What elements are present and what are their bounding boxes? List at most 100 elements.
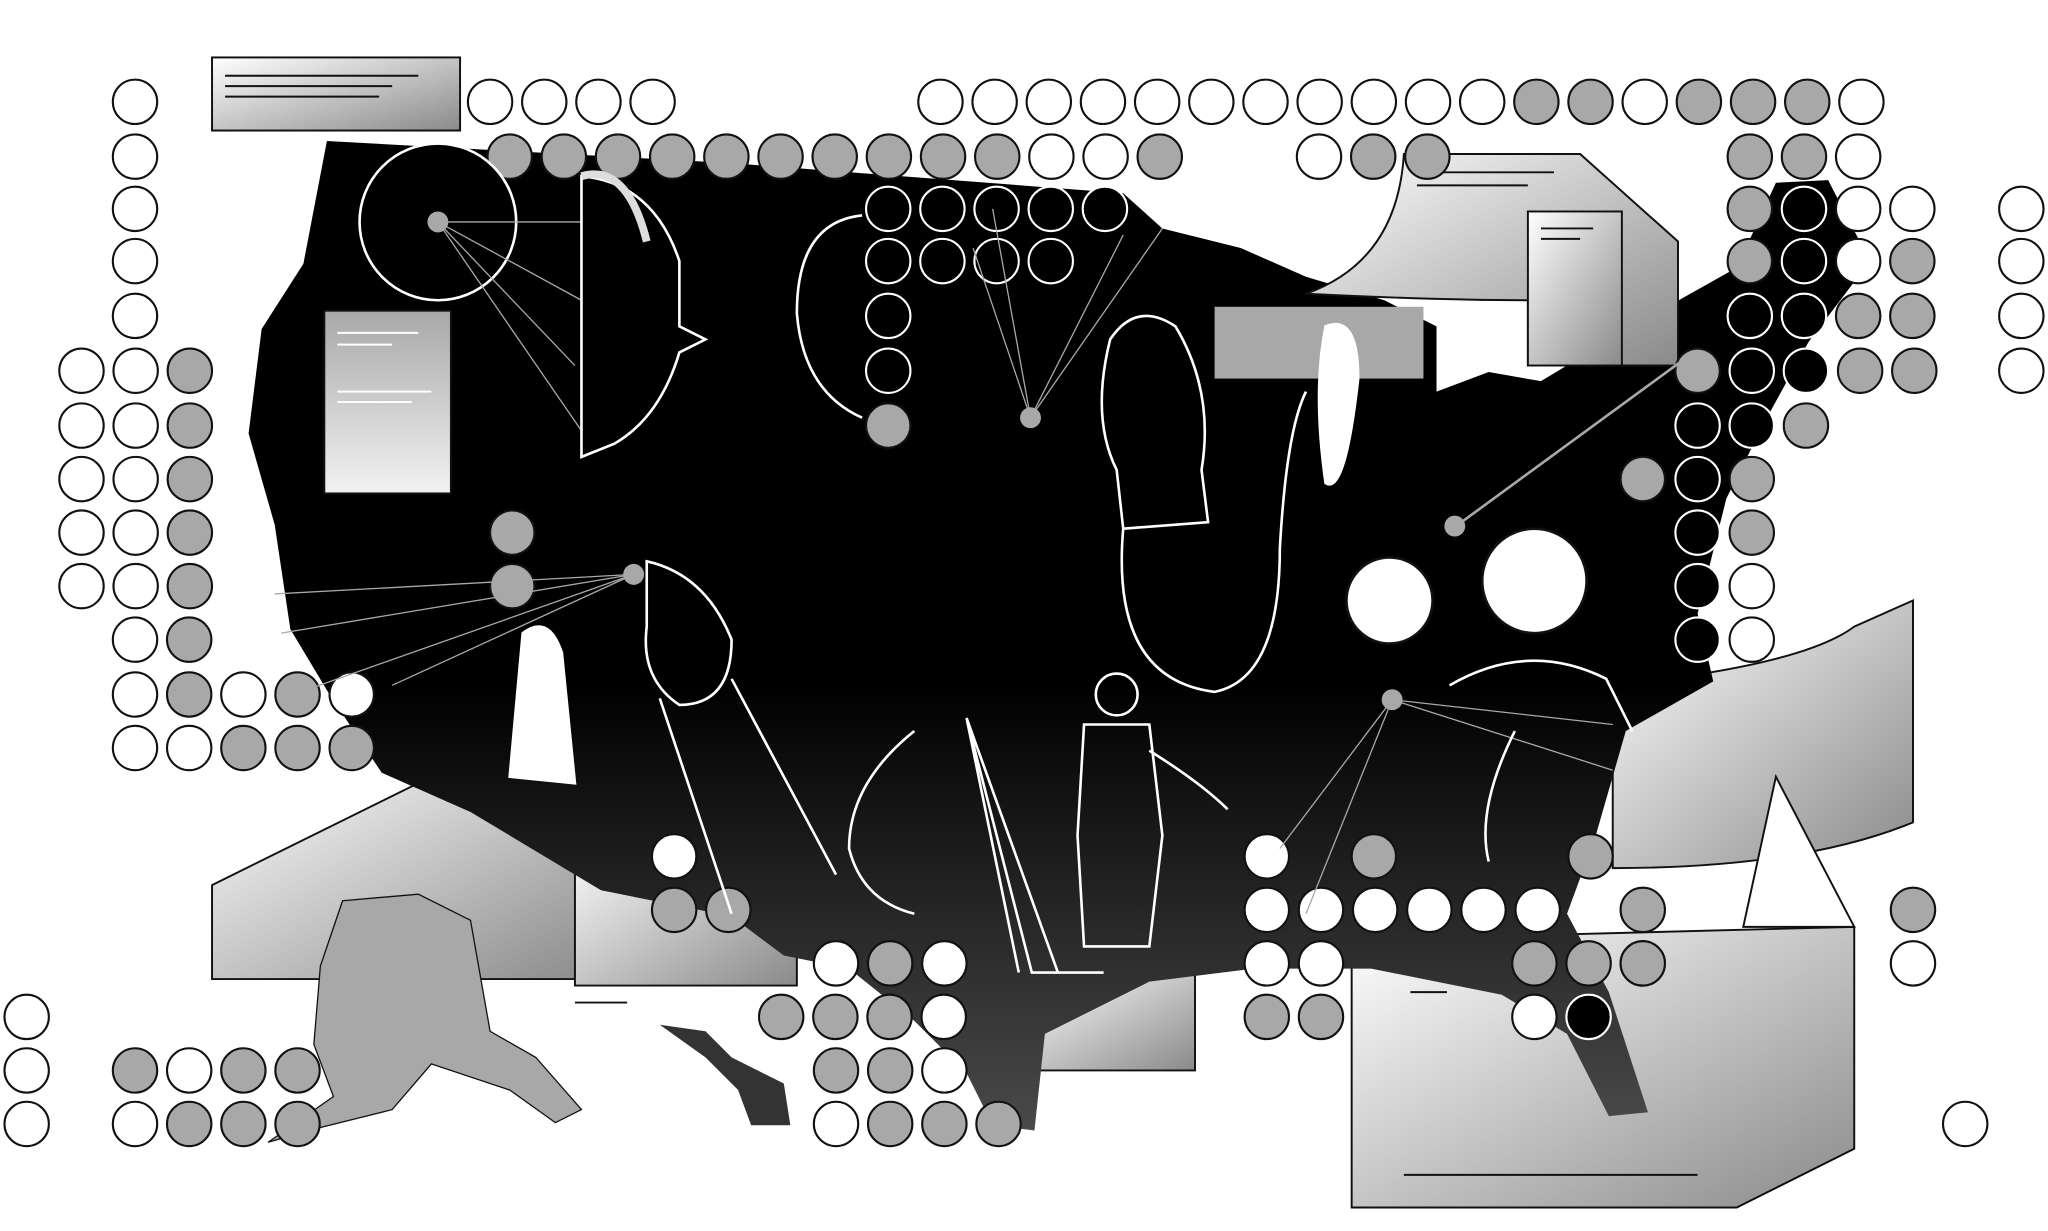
dot [920, 993, 967, 1041]
dot [705, 886, 752, 934]
dot [1513, 78, 1560, 126]
dot [165, 1047, 213, 1094]
dot [58, 402, 105, 449]
dot [1242, 78, 1289, 126]
dot [757, 993, 805, 1041]
dot [111, 616, 159, 663]
dot [1243, 993, 1291, 1041]
dot [489, 562, 536, 610]
dot [1243, 833, 1291, 880]
dot [1726, 133, 1774, 180]
dot [1780, 292, 1828, 340]
dot [521, 78, 568, 126]
line-art-figures [274, 142, 1686, 974]
dot [1674, 562, 1721, 610]
dot [865, 402, 912, 449]
dot [1295, 133, 1343, 180]
dot [1619, 455, 1666, 503]
dot [1728, 455, 1776, 503]
dot [812, 1047, 860, 1094]
dot [3, 1100, 50, 1148]
dot [1511, 940, 1558, 987]
dot [1726, 185, 1774, 233]
dot [1027, 185, 1074, 233]
dot [1674, 347, 1721, 394]
dot [921, 1047, 968, 1094]
dot [866, 1047, 914, 1094]
dot [1728, 402, 1776, 449]
dot [1406, 886, 1453, 934]
dot [220, 1047, 267, 1094]
dot [166, 562, 214, 610]
background-panels [211, 598, 1914, 1209]
dot [1674, 455, 1721, 503]
dot [1998, 185, 2045, 233]
dot [811, 133, 858, 180]
dot [1834, 185, 1882, 233]
dot [648, 133, 696, 180]
dot [1889, 940, 1937, 987]
dot [1621, 78, 1668, 126]
dot [58, 455, 105, 503]
dot [919, 133, 967, 180]
dot [1296, 78, 1343, 126]
dot [1834, 292, 1882, 340]
dot [111, 237, 159, 285]
dot [866, 1100, 914, 1148]
dot [1079, 78, 1127, 126]
dot [757, 133, 804, 180]
dot [111, 1047, 159, 1094]
dot [865, 347, 912, 394]
dot [3, 993, 50, 1041]
dot [1674, 616, 1721, 663]
dot [1728, 616, 1776, 663]
dot [1998, 237, 2045, 285]
dot [1567, 833, 1614, 880]
dot [1889, 185, 1936, 233]
dot [1729, 78, 1777, 126]
dot [865, 292, 912, 340]
dot [274, 724, 321, 772]
dot [1025, 78, 1073, 126]
dot [812, 993, 859, 1041]
dot [1297, 993, 1345, 1041]
dot [112, 455, 159, 503]
dot [1350, 833, 1398, 880]
dot [1836, 347, 1884, 394]
dot [1188, 78, 1235, 126]
dot [111, 1100, 159, 1148]
dot [812, 1100, 860, 1148]
dot [112, 562, 159, 610]
dot [575, 78, 622, 126]
dot [274, 1100, 321, 1148]
dot [1565, 940, 1612, 987]
dot [1297, 886, 1345, 934]
dot [1511, 993, 1558, 1041]
dot [1782, 402, 1830, 449]
dot [165, 671, 213, 718]
dot [1027, 237, 1074, 285]
dot [1780, 133, 1828, 180]
dot [1458, 78, 1506, 126]
dot [1784, 78, 1831, 126]
dot [1404, 78, 1452, 126]
dot [1350, 78, 1398, 126]
dot [703, 133, 750, 180]
dot [1243, 886, 1291, 934]
dot [919, 237, 966, 285]
dot [1675, 78, 1723, 126]
dot [1619, 886, 1666, 934]
dot [1404, 133, 1451, 180]
dot [1674, 509, 1721, 556]
dot [1780, 237, 1828, 285]
dot [1726, 237, 1774, 285]
dot [274, 671, 321, 718]
dot [1728, 509, 1776, 556]
dot [866, 940, 914, 987]
dot [1297, 940, 1345, 987]
dot [1780, 185, 1828, 233]
dot [1567, 78, 1614, 126]
dot [1565, 993, 1612, 1041]
dot [1941, 1100, 1989, 1148]
dot [1728, 347, 1776, 394]
